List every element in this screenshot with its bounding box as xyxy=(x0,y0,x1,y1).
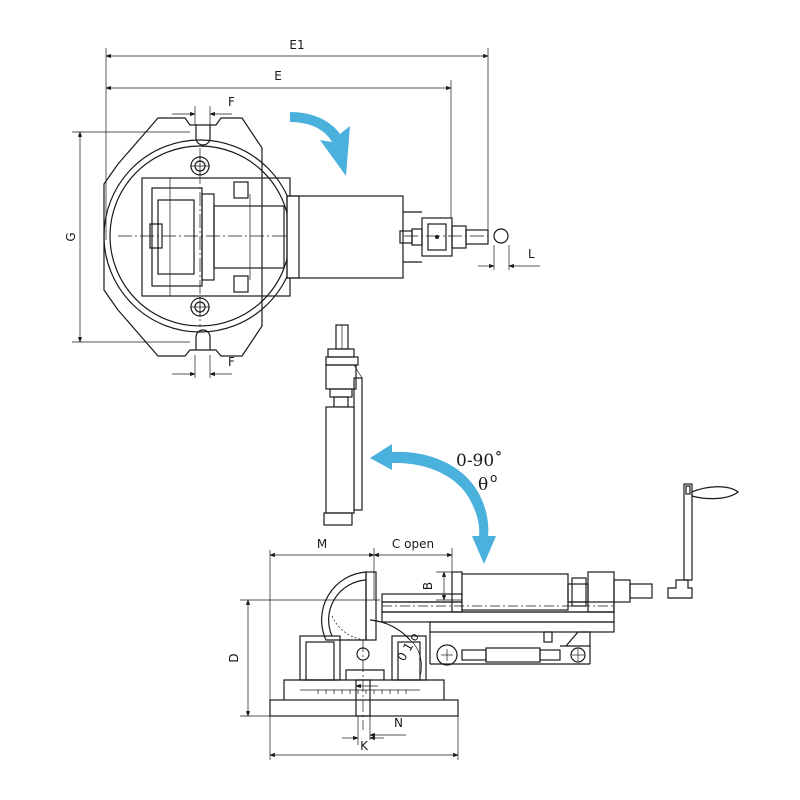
dimension-l-label: L xyxy=(528,247,535,261)
side-view: M C open B D N xyxy=(227,537,653,760)
dimension-c-open: C open xyxy=(373,537,453,600)
dimension-g-label: G xyxy=(64,232,78,241)
tilt-range-label: 0-90˚ xyxy=(456,451,503,471)
dimension-n-label: N xyxy=(394,716,403,730)
dimension-b: B xyxy=(421,571,462,601)
dimension-m: M xyxy=(269,537,375,760)
dimension-g: G xyxy=(64,131,190,343)
dimension-e1: E1 xyxy=(105,38,489,240)
angle-scale xyxy=(317,690,407,694)
dimension-f-bottom-label: F xyxy=(228,355,235,369)
base-plate-side xyxy=(269,699,459,717)
dimension-overall xyxy=(269,716,459,760)
dimension-f-top: F xyxy=(172,95,235,125)
spindle-housing-side xyxy=(461,573,569,611)
dimension-m-label: M xyxy=(317,537,327,551)
tilted-vise-view: 0-90˚ θ o xyxy=(323,324,503,564)
dimension-f-top-label: F xyxy=(228,95,235,109)
dimension-d: D xyxy=(227,599,380,717)
curved-arrow-icon xyxy=(290,112,350,176)
dimension-b-label: B xyxy=(421,582,435,590)
dimension-c-open-label: C open xyxy=(392,537,434,551)
dimension-e: E xyxy=(105,69,452,218)
spindle-housing-top xyxy=(286,195,404,279)
base-plate-top xyxy=(103,117,263,357)
double-curved-arrow-icon xyxy=(370,444,496,564)
theta-label: θ xyxy=(478,475,488,495)
dimension-k-label: K xyxy=(360,739,369,753)
dimension-d-label: D xyxy=(227,653,241,662)
dimension-e1-label: E1 xyxy=(289,38,304,52)
tilt-semicircle xyxy=(320,571,367,641)
theta-unit-label: o xyxy=(490,471,497,485)
dimension-f-bottom: F xyxy=(172,355,235,378)
dimension-l: L xyxy=(478,245,540,270)
top-view: E1 E F F G xyxy=(64,38,540,378)
crank-handle-icon xyxy=(667,483,739,599)
dimension-e-label: E xyxy=(274,69,282,83)
